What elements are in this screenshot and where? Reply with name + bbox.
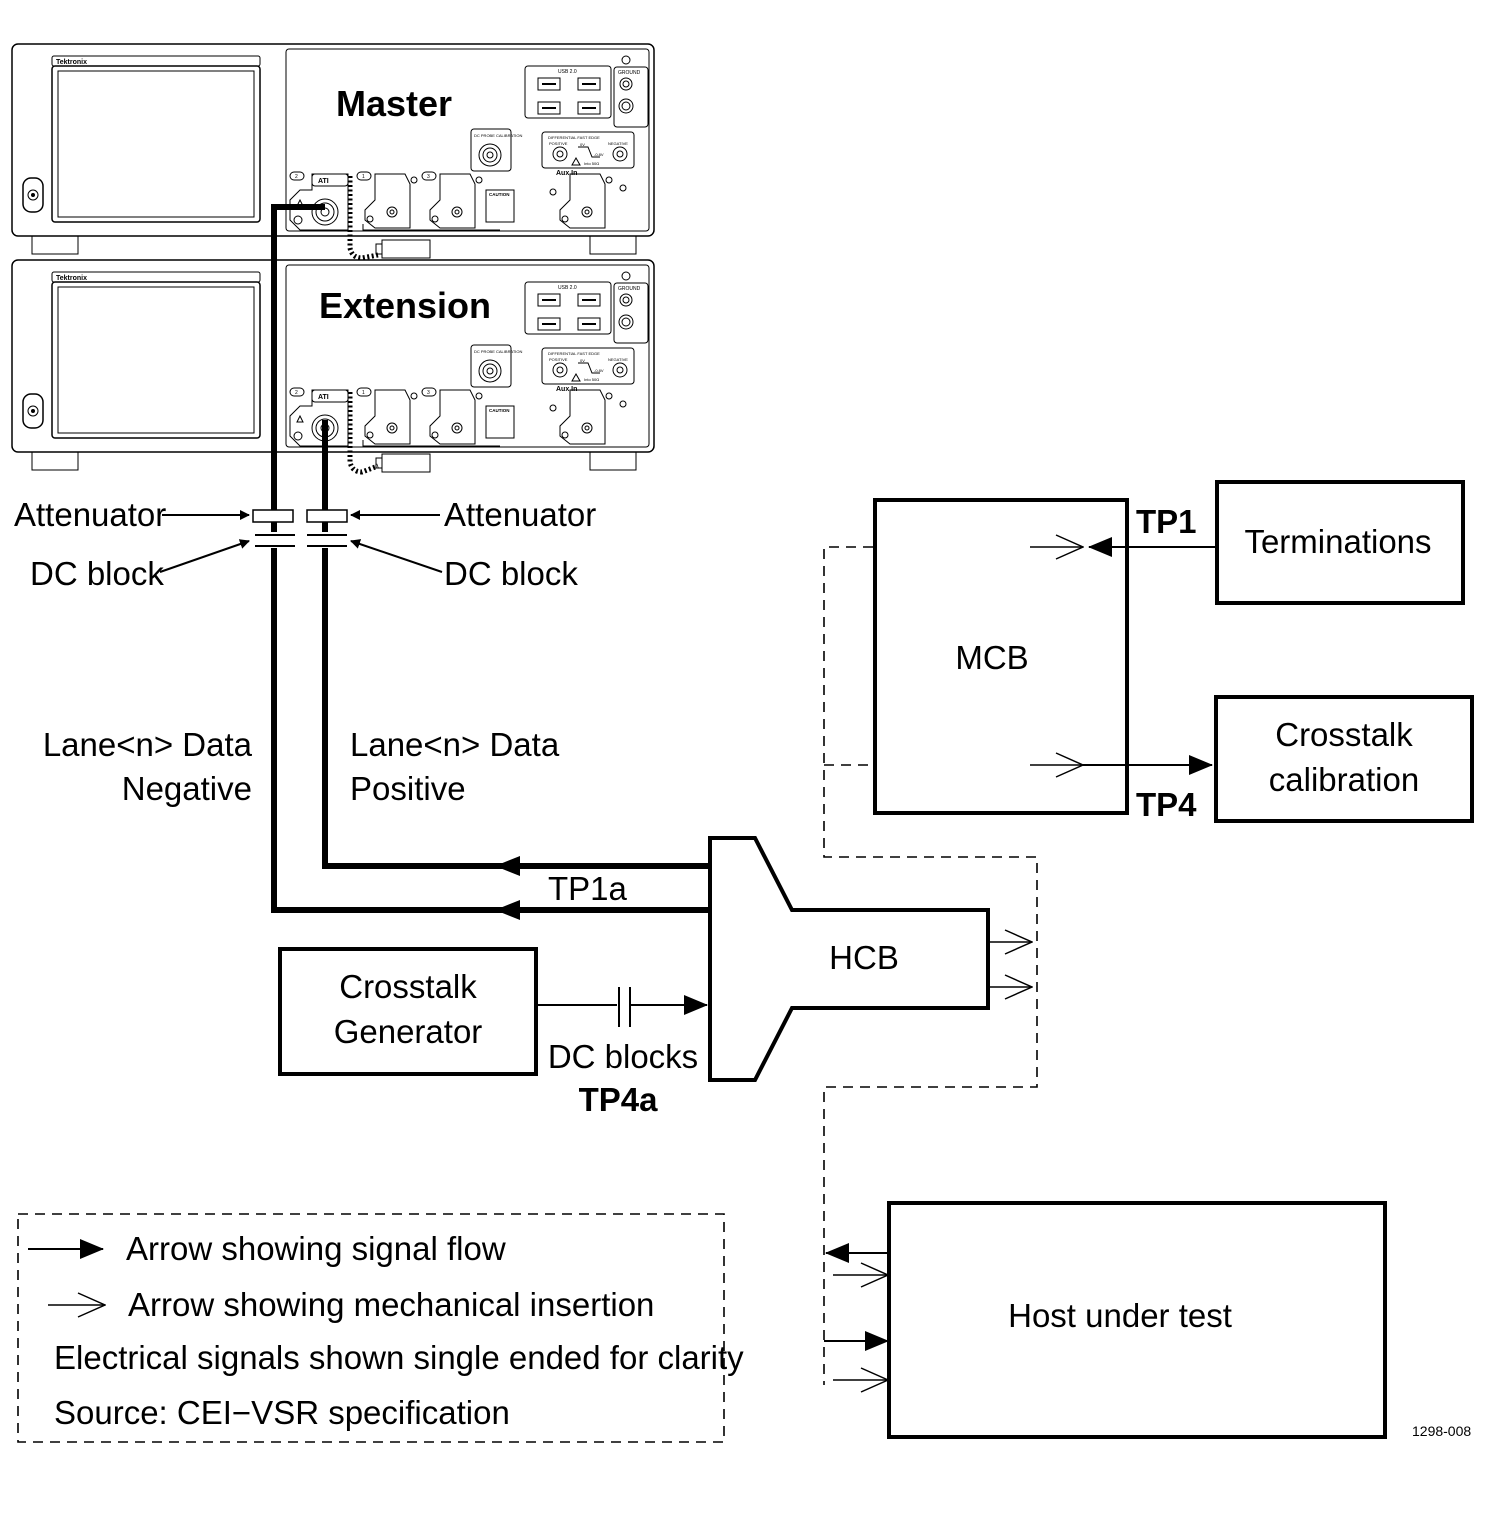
attenuator-negative bbox=[252, 509, 294, 523]
dc-block-positive bbox=[305, 532, 349, 548]
usb-label: USB 2.0 bbox=[558, 69, 577, 75]
lane-negative-line2: Negative bbox=[122, 770, 252, 807]
edge-0v: 0V bbox=[580, 142, 585, 147]
lane-negative-line1: Lane<n> Data bbox=[43, 726, 253, 763]
extension-scope: Tektronix Extension USB 2.0 GROUND DC PR… bbox=[11, 259, 655, 471]
terminations-box bbox=[1215, 480, 1465, 605]
legend-signal-flow: Arrow showing signal flow bbox=[126, 1230, 506, 1267]
channel-2: 2 bbox=[295, 174, 298, 180]
master-scope: Tektronix Master USB 2.0 GROUND DC PROBE… bbox=[11, 43, 655, 255]
dc-probe-label: DC PROBE CALIBRATION bbox=[474, 349, 522, 354]
caution-label: CAUTION bbox=[489, 408, 510, 413]
edge-neg: -0.8V bbox=[594, 368, 604, 373]
negative-label: NEGATIVE bbox=[608, 141, 628, 146]
cable-negative bbox=[271, 204, 710, 913]
channel-2: 2 bbox=[295, 390, 298, 396]
channel-3: 3 bbox=[427, 174, 430, 180]
dc-block-right-label: DC block bbox=[444, 555, 578, 592]
cable-positive bbox=[322, 420, 710, 869]
attenuator-right-label: Attenuator bbox=[444, 496, 596, 533]
channel-1: 1 bbox=[362, 174, 365, 180]
hcb-block bbox=[708, 836, 990, 1082]
attenuator-left-label: Attenuator bbox=[14, 496, 166, 533]
legend-source: Source: CEI−VSR specification bbox=[54, 1394, 510, 1431]
dc-block-negative bbox=[252, 532, 296, 548]
edge-neg: -0.8V bbox=[594, 152, 604, 157]
crosstalk-generator-box bbox=[278, 947, 538, 1076]
dc-blocks-label: DC blocks bbox=[548, 1038, 698, 1075]
tp4a-label: TP4a bbox=[579, 1081, 659, 1118]
ground-label: GROUND bbox=[618, 70, 641, 76]
aux-in-label: Aux In bbox=[556, 386, 577, 393]
edge-0v: 0V bbox=[580, 358, 585, 363]
positive-label: POSITIVE bbox=[549, 357, 568, 362]
tp1-label: TP1 bbox=[1136, 503, 1197, 540]
host-under-test-label: Host under test bbox=[1008, 1297, 1232, 1334]
terminations-label: Terminations bbox=[1244, 523, 1431, 560]
crosstalk-calibration-line2: calibration bbox=[1269, 761, 1419, 798]
legend-mechanical: Arrow showing mechanical insertion bbox=[128, 1286, 654, 1323]
negative-label: NEGATIVE bbox=[608, 357, 628, 362]
master-label: Master bbox=[336, 83, 452, 124]
diff-edge-label: DIFFERENTIAL FAST EDGE bbox=[548, 135, 600, 140]
crosstalk-generator-line2: Generator bbox=[334, 1013, 483, 1050]
channel-1: 1 bbox=[362, 390, 365, 396]
dc-block-right-pointer bbox=[350, 539, 443, 573]
ground-label: GROUND bbox=[618, 286, 641, 292]
diff-edge-label: DIFFERENTIAL FAST EDGE bbox=[548, 351, 600, 356]
tp1a-arrow-positive bbox=[495, 856, 520, 876]
legend-box bbox=[17, 1213, 725, 1443]
brand-logo: Tektronix bbox=[56, 59, 87, 66]
host-under-test-box bbox=[887, 1201, 1387, 1439]
hcb-label: HCB bbox=[829, 939, 899, 976]
mcb-box bbox=[873, 498, 1129, 815]
tp4-label: TP4 bbox=[1136, 786, 1197, 823]
attenuator-positive bbox=[306, 509, 348, 523]
crosstalk-calibration-line1: Crosstalk bbox=[1275, 716, 1413, 753]
lane-positive-line1: Lane<n> Data bbox=[350, 726, 560, 763]
figure-id: 1298-008 bbox=[1412, 1423, 1471, 1439]
extension-label: Extension bbox=[319, 285, 491, 326]
channel-3: 3 bbox=[427, 390, 430, 396]
ati-chain-master bbox=[347, 176, 431, 261]
crosstalk-calibration-box bbox=[1214, 695, 1474, 823]
ati-label: ATI bbox=[318, 394, 329, 401]
legend-note: Electrical signals shown single ended fo… bbox=[54, 1339, 744, 1376]
lane-positive-line2: Positive bbox=[350, 770, 466, 807]
ati-label: ATI bbox=[318, 178, 329, 185]
into-label: Into 50Ω bbox=[584, 377, 599, 382]
tp1a-arrow-negative bbox=[495, 900, 520, 920]
aux-in-label: Aux In bbox=[556, 170, 577, 177]
dc-block-left-label: DC block bbox=[30, 555, 164, 592]
ati-chain-extension bbox=[347, 392, 431, 475]
into-label: Into 50Ω bbox=[584, 161, 599, 166]
usb-label: USB 2.0 bbox=[558, 285, 577, 291]
crosstalk-generator-line1: Crosstalk bbox=[339, 968, 477, 1005]
dc-block-left-pointer bbox=[159, 539, 250, 573]
brand-logo: Tektronix bbox=[56, 275, 87, 282]
positive-label: POSITIVE bbox=[549, 141, 568, 146]
tp1a-label: TP1a bbox=[548, 870, 628, 907]
caution-label: CAUTION bbox=[489, 192, 510, 197]
dc-probe-label: DC PROBE CALIBRATION bbox=[474, 133, 522, 138]
mcb-label: MCB bbox=[955, 639, 1028, 676]
